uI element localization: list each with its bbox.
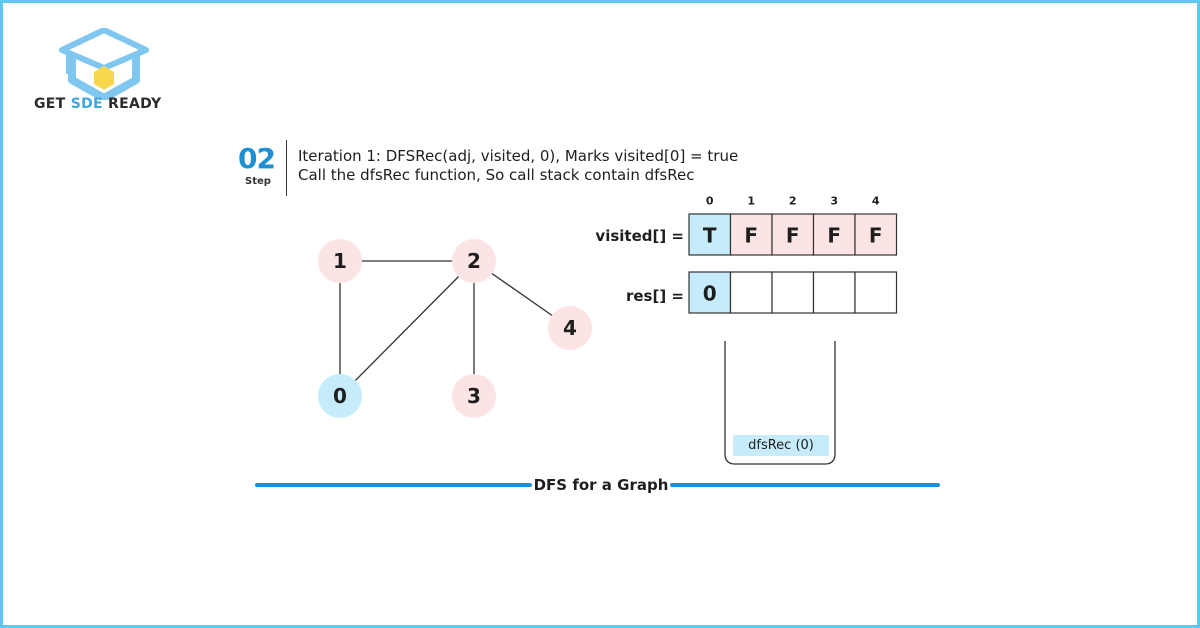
graph-node-label-2: 2 [467, 249, 481, 273]
graph-node-3 [452, 374, 496, 418]
visited-cell-value-3: F [827, 224, 841, 248]
graph-node-4 [548, 306, 592, 350]
description-line-2: Call the dfsRec function, So call stack … [298, 166, 695, 184]
call-stack [724, 341, 836, 465]
graph-node-label-4: 4 [563, 316, 577, 340]
visited-cell-3 [812, 213, 856, 256]
visited-cell-value-4: F [869, 224, 883, 248]
array-index-0: 0 [706, 195, 714, 208]
res-cell-1 [729, 271, 773, 314]
graph-node-label-1: 1 [333, 249, 347, 273]
stack-frame-0 [733, 435, 829, 456]
array-index-3: 3 [830, 195, 838, 208]
visited-cell-value-1: F [744, 224, 758, 248]
visited-cell-value-0: T [703, 224, 717, 248]
res-cell-0 [688, 271, 732, 314]
logo-icon [59, 28, 149, 100]
array-index-1: 1 [747, 195, 755, 208]
graph-node-2 [452, 239, 496, 283]
graph-edge-2-0 [339, 260, 475, 397]
visited-cell-4 [854, 213, 898, 256]
visited-cell-value-2: F [786, 224, 800, 248]
brand-part2: SDE [70, 96, 103, 112]
brand-name: GET SDE READY [34, 96, 161, 112]
res-cell-2 [771, 271, 815, 314]
res-array-label: res[] = [626, 287, 684, 305]
stack-frame-label-0: dfsRec (0) [748, 438, 814, 453]
graph-node-1 [318, 239, 362, 283]
res-cell-4 [854, 271, 898, 314]
array-index-4: 4 [872, 195, 880, 208]
step-number: 02 [238, 142, 276, 175]
footer-title: DFS for a Graph [534, 476, 669, 494]
step-divider [286, 140, 287, 196]
brand-part3: READY [102, 96, 162, 112]
graph-node-label-3: 3 [467, 384, 481, 408]
visited-array-label: visited[] = [595, 227, 684, 245]
visited-cell-2 [771, 213, 815, 256]
brand-part1: GET [34, 96, 71, 112]
res-cell-value-0: 0 [703, 282, 717, 306]
step-label: Step [245, 176, 271, 187]
graph-node-label-0: 0 [333, 384, 347, 408]
description-line-1: Iteration 1: DFSRec(adj, visited, 0), Ma… [298, 147, 739, 165]
array-index-2: 2 [789, 195, 797, 208]
res-cell-3 [812, 271, 856, 314]
graph-node-0 [318, 374, 362, 418]
